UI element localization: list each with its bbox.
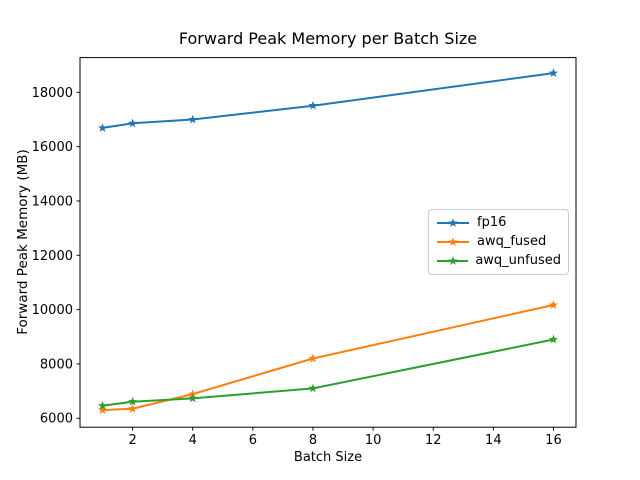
y-tick-label: 16000 (32, 140, 73, 155)
chart-title: Forward Peak Memory per Batch Size (178, 29, 478, 48)
legend-label: fp16 (477, 215, 507, 231)
data-point-awq_unfused (548, 334, 559, 344)
x-tick-label: 8 (309, 433, 317, 448)
data-point-fp16 (97, 123, 108, 132)
data-point-awq_unfused (188, 393, 198, 403)
data-point-awq_fused (548, 300, 559, 309)
x-axis-label: Batch Size (293, 450, 363, 465)
x-tick-label: 12 (425, 433, 442, 448)
y-tick-label: 8000 (40, 357, 73, 372)
y-tick-label: 6000 (40, 412, 73, 427)
legend-label: awq_unfused (475, 252, 561, 268)
x-tick-label: 14 (485, 433, 502, 448)
y-axis-label: Forward Peak Memory (MB) (15, 149, 31, 335)
data-point-awq_fused (128, 403, 138, 413)
legend-entry-fp16: fp16 (436, 214, 561, 232)
data-point-awq_unfused (128, 396, 138, 406)
series-line-awq_unfused (102, 338, 554, 407)
data-point-fp16 (128, 118, 138, 128)
x-tick-label: 2 (128, 433, 136, 448)
data-point-awq_unfused (308, 383, 318, 393)
legend: fp16 awq_fused awq_unfused (428, 209, 569, 275)
data-point-awq_fused (188, 389, 198, 398)
data-point-awq_fused (97, 405, 108, 414)
legend-label: awq_fused (477, 233, 547, 249)
x-tick-label: 4 (189, 433, 197, 448)
series-line-awq_fused (102, 304, 554, 412)
x-tick-label: 10 (365, 433, 382, 448)
y-tick-label: 18000 (32, 86, 73, 101)
y-tick-label: 14000 (32, 194, 73, 209)
legend-line-marker-icon (437, 218, 469, 228)
plot-border (79, 57, 577, 428)
x-tick-label: 6 (249, 433, 257, 448)
data-point-fp16 (308, 100, 318, 110)
data-point-awq_unfused (97, 400, 108, 410)
data-point-fp16 (188, 114, 198, 124)
legend-entry-awq_fused: awq_fused (436, 233, 561, 251)
x-tick-label: 16 (545, 433, 562, 448)
y-tick-label: 10000 (32, 303, 73, 318)
data-point-awq_fused (308, 353, 318, 363)
series-line-fp16 (102, 72, 554, 129)
legend-entry-awq_unfused: awq_unfused (436, 252, 561, 270)
y-tick-label: 12000 (32, 249, 73, 264)
legend-line-marker-icon (437, 255, 469, 265)
data-point-fp16 (548, 68, 559, 77)
legend-line-marker-icon (437, 237, 469, 246)
